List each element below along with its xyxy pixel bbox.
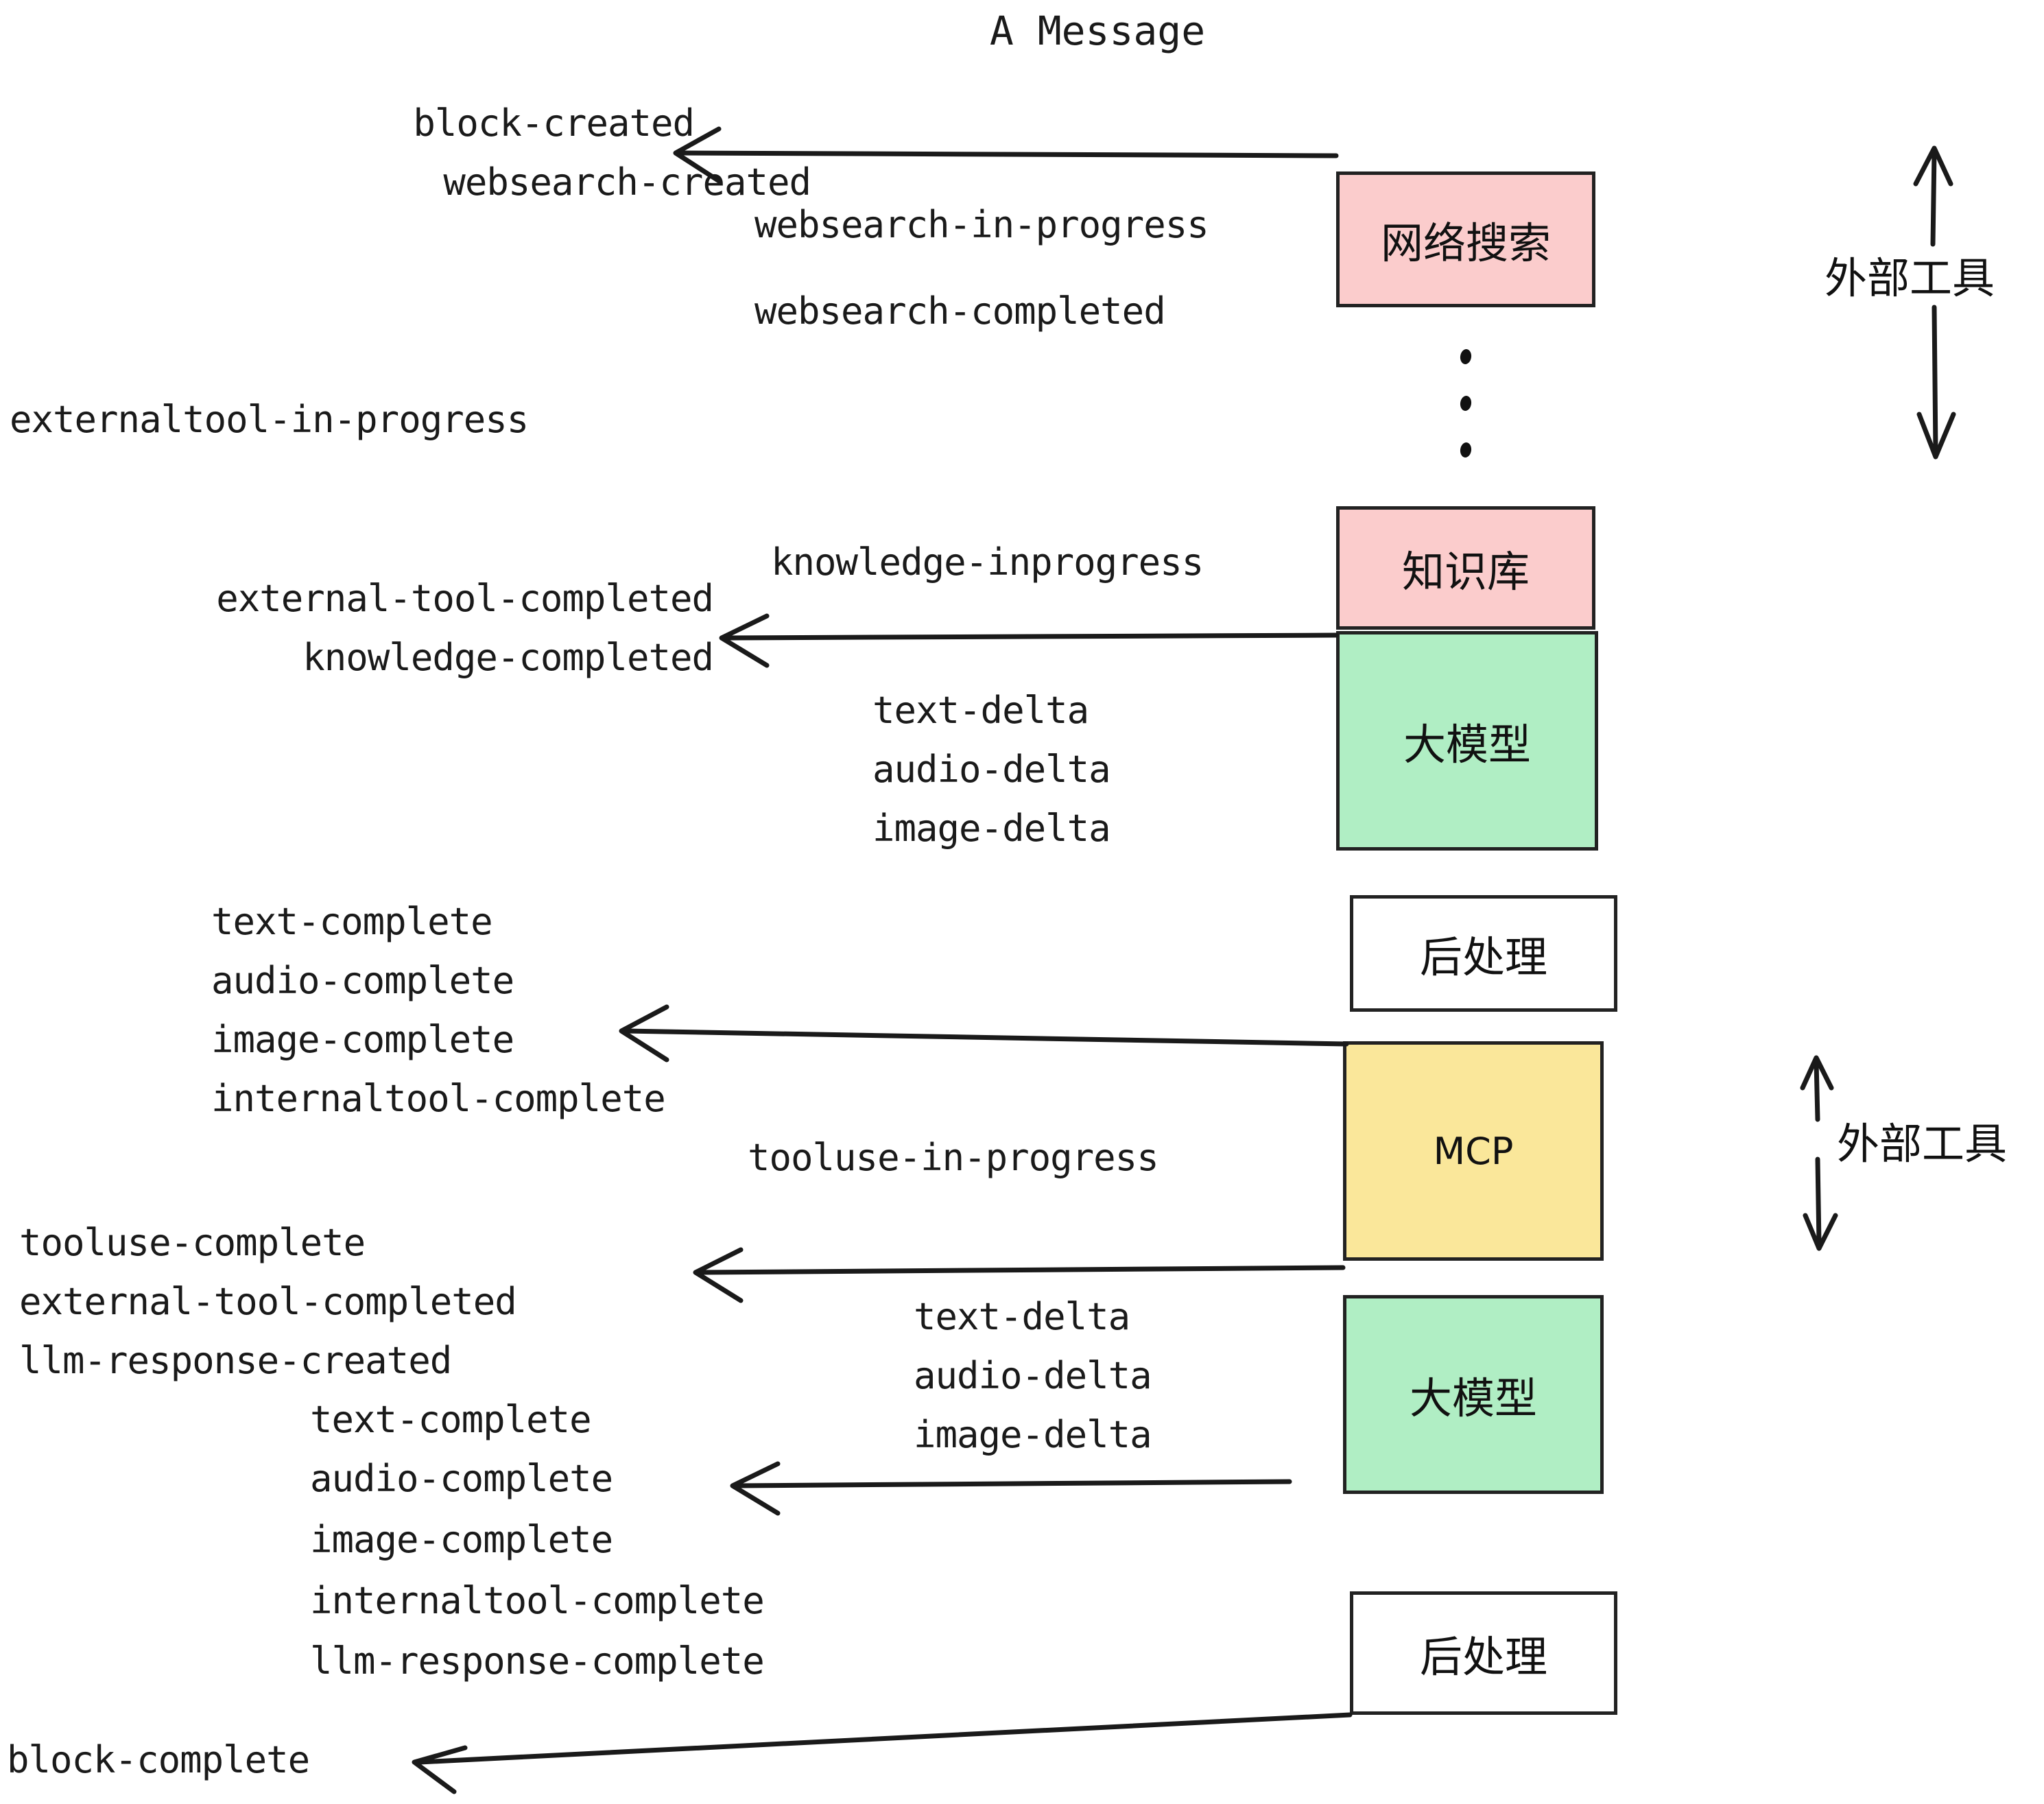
- event-internaltool-complete-1: internaltool-complete: [211, 1077, 666, 1120]
- node-postprocess-bottom: 后处理: [1350, 1591, 1617, 1715]
- event-internaltool-complete-2: internaltool-complete: [310, 1579, 765, 1622]
- node-postprocess-bottom-label: 后处理: [1419, 1632, 1547, 1682]
- external-tool-label-bottom-text: 外部工具: [1837, 1119, 2008, 1169]
- event-websearch-in-progress: websearch-in-progress: [754, 203, 1209, 246]
- node-llm-bottom: 大模型: [1343, 1295, 1604, 1494]
- event-llm-response-complete: llm-response-complete: [310, 1639, 765, 1683]
- event-text-delta-2: text-delta: [914, 1295, 1130, 1338]
- external-tool-label-top: 外部工具: [1825, 244, 1995, 305]
- arrow-postprocess-top-to-events: [619, 1004, 1349, 1063]
- node-knowledge: 知识库: [1336, 506, 1595, 630]
- ellipsis-dot: [1459, 394, 1473, 412]
- event-text-delta-1: text-delta: [872, 689, 1089, 732]
- event-externaltool-in-progress: externaltool-in-progress: [10, 398, 529, 441]
- node-llm-top: 大模型: [1336, 631, 1598, 851]
- arrow-external-tool-bottom: [1800, 1055, 1838, 1251]
- event-image-complete-1: image-complete: [211, 1018, 514, 1061]
- event-knowledge-completed: knowledge-completed: [302, 636, 714, 679]
- node-mcp: MCP: [1343, 1041, 1604, 1261]
- external-tool-label-bottom: 外部工具: [1837, 1109, 2007, 1171]
- event-block-created: block-created: [413, 102, 695, 145]
- event-websearch-completed: websearch-completed: [754, 289, 1166, 333]
- event-audio-delta-1: audio-delta: [872, 748, 1111, 791]
- node-mcp-label: MCP: [1433, 1129, 1514, 1173]
- event-external-tool-completed-1: external-tool-completed: [216, 577, 714, 620]
- page-title: A Message: [989, 8, 1206, 54]
- event-block-complete: block-complete: [7, 1738, 310, 1781]
- event-audio-complete-1: audio-complete: [211, 959, 514, 1002]
- arrow-knowledge-to-events: [719, 613, 1339, 668]
- node-websearch: 网络搜索: [1336, 171, 1595, 307]
- arrow-postprocess-bottom-to-block-complete: [412, 1712, 1353, 1794]
- node-websearch-label: 网络搜索: [1380, 218, 1551, 268]
- external-tool-label-top-text: 外部工具: [1825, 253, 1995, 303]
- node-llm-bottom-label: 大模型: [1409, 1373, 1537, 1423]
- event-text-complete-1: text-complete: [211, 900, 493, 943]
- node-knowledge-label: 知识库: [1401, 547, 1530, 597]
- event-tooluse-complete: tooluse-complete: [19, 1221, 366, 1264]
- event-image-delta-2: image-delta: [914, 1413, 1152, 1456]
- arrow-mcp-to-events: [693, 1247, 1346, 1303]
- node-postprocess-top-label: 后处理: [1419, 932, 1547, 982]
- ellipsis-dot: [1459, 441, 1473, 459]
- event-websearch-created: websearch-created: [443, 161, 811, 204]
- event-llm-response-created: llm-response-created: [19, 1339, 452, 1382]
- ellipsis-dot: [1459, 348, 1473, 366]
- event-image-complete-2: image-complete: [310, 1518, 613, 1561]
- event-knowledge-inprogress: knowledge-inprogress: [771, 541, 1204, 584]
- node-llm-top-label: 大模型: [1403, 720, 1531, 770]
- event-tooluse-in-progress: tooluse-in-progress: [748, 1136, 1159, 1179]
- event-image-delta-1: image-delta: [872, 807, 1111, 850]
- event-external-tool-completed-2: external-tool-completed: [19, 1280, 517, 1323]
- event-audio-delta-2: audio-delta: [914, 1354, 1152, 1397]
- event-text-complete-2: text-complete: [310, 1398, 592, 1441]
- arrow-llm-bottom-to-events: [730, 1461, 1292, 1516]
- node-postprocess-top: 后处理: [1350, 895, 1617, 1012]
- event-audio-complete-2: audio-complete: [310, 1457, 613, 1500]
